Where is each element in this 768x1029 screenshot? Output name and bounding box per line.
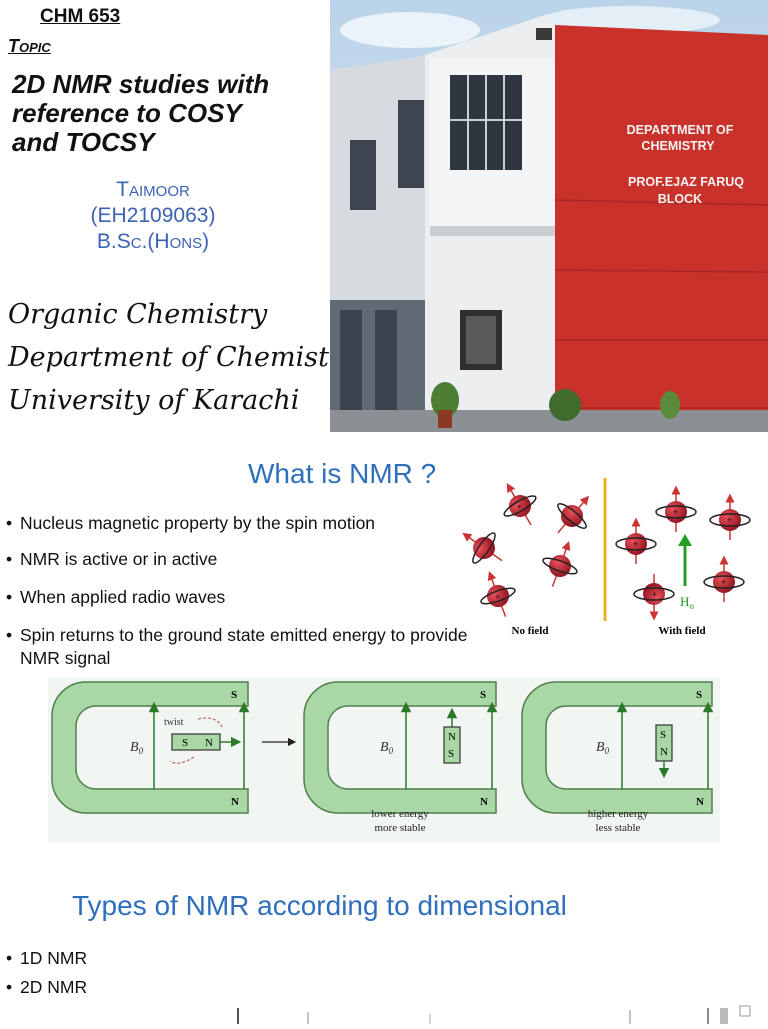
next-slide-preview: [230, 1004, 768, 1024]
sign-line: PROF.EJAZ FARUQ: [628, 175, 744, 189]
field-subscript: o: [689, 601, 694, 611]
svg-text:+: +: [633, 539, 638, 549]
bullet-item: NMR is active or in active: [6, 548, 480, 571]
bullet-item: 1D NMR: [6, 944, 87, 973]
bar-s: S: [660, 729, 666, 741]
bullet-item: When applied radio waves: [6, 586, 480, 609]
field-label-b: B: [596, 740, 605, 755]
building-photo: DEPARTMENT OF CHEMISTRY PROF.EJAZ FARUQ …: [330, 0, 768, 432]
magnet-left: S N B0 S N twist: [51, 681, 250, 814]
bullet-item: Spin returns to the ground state emitted…: [6, 624, 480, 670]
types-heading: Types of NMR according to dimensional: [72, 890, 567, 921]
svg-text:B0: B0: [380, 740, 394, 756]
svg-text:×: ×: [515, 502, 524, 512]
twist-label: twist: [164, 717, 184, 728]
spin-diagram: × × + + + + + Ho No field With field: [454, 476, 768, 646]
department-line: Department of Chemistry: [8, 342, 358, 373]
bar-n: N: [448, 731, 456, 743]
sign-line: BLOCK: [658, 192, 702, 206]
pole-s: S: [480, 689, 486, 701]
topic-title-line: reference to COSY: [12, 98, 242, 128]
svg-text:B0: B0: [130, 740, 144, 756]
bar-s: S: [182, 737, 188, 749]
nmr-heading: What is NMR ?: [248, 458, 437, 489]
bar-n: N: [205, 737, 213, 749]
types-bullet-list: 1D NMR 2D NMR: [6, 944, 87, 1002]
with-field-nuclei: + + + + + Ho: [615, 485, 751, 621]
svg-text:×: ×: [494, 592, 502, 602]
svg-text:+: +: [673, 507, 678, 517]
author-name: Taimoor: [116, 178, 190, 201]
svg-text:+: +: [652, 589, 657, 599]
pole-n: N: [480, 796, 488, 808]
author-id: (EH2109063): [90, 204, 216, 227]
svg-text:+: +: [727, 515, 732, 525]
topic-title-line: 2D NMR studies with: [12, 69, 270, 99]
bullet-item: Nucleus magnetic property by the spin mo…: [6, 512, 480, 535]
sign-line: DEPARTMENT OF: [627, 123, 734, 137]
pole-n: N: [231, 796, 239, 808]
author-block: Taimoor (EH2109063) B.Sc.(Hons): [48, 177, 258, 255]
bar-n: N: [660, 746, 668, 758]
svg-text:B0: B0: [596, 740, 610, 756]
field-label: H: [680, 594, 689, 609]
topic-title-line: and TOCSY: [12, 127, 155, 157]
no-field-nuclei: × ×: [462, 483, 590, 617]
field-label-b: B: [380, 740, 389, 755]
caption-line: less stable: [596, 822, 641, 834]
magnet-diagram: S N B0 S N twist S N B0 N S lowe: [48, 677, 720, 842]
sign-line: CHEMISTRY: [641, 139, 715, 153]
pole-n: N: [696, 796, 704, 808]
svg-text:Ho: Ho: [680, 594, 694, 611]
label-with-field: With field: [658, 625, 705, 637]
pole-s: S: [231, 689, 237, 701]
field-subscript-0: 0: [139, 746, 144, 756]
label-no-field: No field: [512, 625, 549, 637]
topic-title: 2D NMR studies with reference to COSY an…: [12, 70, 332, 157]
author-degree: B.Sc.(Hons): [96, 230, 210, 253]
magnet-middle: S N B0 N S lower energy more stable: [303, 681, 498, 834]
caption-line: more stable: [374, 822, 425, 834]
field-label-b: B: [130, 740, 139, 755]
field-subscript-0: 0: [389, 746, 394, 756]
magnet-right: S N B0 S N higher energy less stable: [521, 681, 714, 834]
caption-line: higher energy: [588, 808, 649, 820]
department-block: Organic Chemistry Department of Chemistr…: [8, 293, 357, 422]
course-code: CHM 653: [40, 6, 121, 27]
field-subscript-0: 0: [605, 746, 610, 756]
department-line: University of Karachi: [8, 385, 300, 416]
svg-text:+: +: [721, 577, 726, 587]
pole-s: S: [696, 689, 702, 701]
caption-line: lower energy: [371, 808, 429, 820]
topic-label: Topic: [8, 36, 51, 56]
department-line: Organic Chemistry: [8, 299, 268, 330]
bullet-item: 2D NMR: [6, 973, 87, 1002]
bar-s: S: [448, 748, 454, 760]
